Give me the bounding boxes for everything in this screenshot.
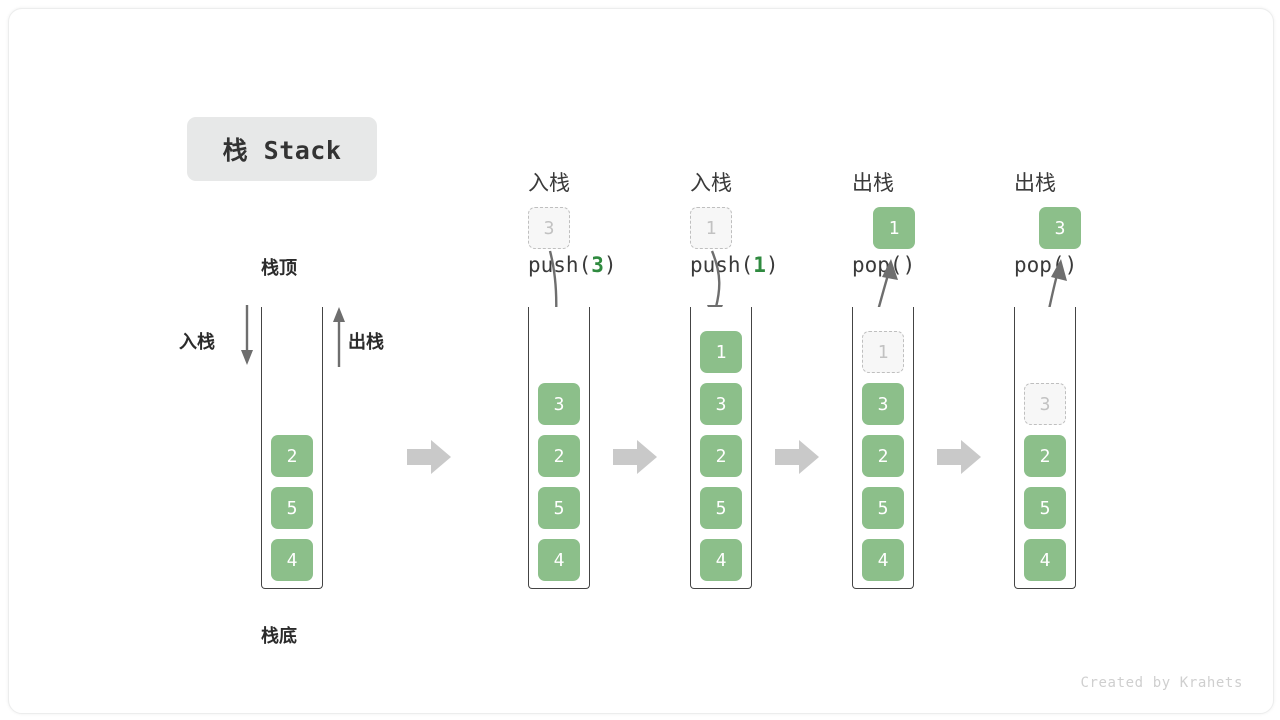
code-suffix: ) bbox=[765, 252, 779, 277]
code-arg: 3 bbox=[591, 252, 604, 277]
title-chip-label: 栈 Stack bbox=[222, 136, 342, 165]
stack-cell-ghost: 1 bbox=[862, 331, 904, 373]
code-prefix: push( bbox=[528, 252, 592, 277]
popped-element: 1 bbox=[873, 207, 915, 249]
stack-cell: 5 bbox=[862, 487, 904, 529]
step-cn-label: 入栈 bbox=[690, 170, 732, 195]
main-stack-container: 2 5 4 bbox=[261, 307, 323, 589]
title-chip: 栈 Stack bbox=[187, 117, 377, 181]
stack-cell: 5 bbox=[700, 487, 742, 529]
step-stack-container-3: 1 3 2 5 4 bbox=[852, 307, 914, 589]
stack-cell: 5 bbox=[271, 487, 313, 529]
pop-direction-label: 出栈 bbox=[348, 332, 384, 353]
stack-cell: 3 bbox=[862, 383, 904, 425]
step-code-label: pop() bbox=[1014, 249, 1077, 282]
stack-cell: 4 bbox=[538, 539, 580, 581]
stack-cell: 2 bbox=[1024, 435, 1066, 477]
stack-cell: 2 bbox=[271, 435, 313, 477]
code-suffix: ) bbox=[1064, 252, 1078, 277]
step-cn-label: 出栈 bbox=[1014, 170, 1056, 195]
step-code-label: push(1) bbox=[690, 249, 779, 282]
stack-top-label: 栈顶 bbox=[261, 258, 297, 279]
stack-cell: 3 bbox=[538, 383, 580, 425]
step-stack-container-1: 3 2 5 4 bbox=[528, 307, 590, 589]
floating-element: 1 bbox=[690, 207, 732, 249]
step-header-4: 出栈 pop() bbox=[1014, 117, 1077, 331]
floating-element: 3 bbox=[528, 207, 570, 249]
step-code-label: push(3) bbox=[528, 249, 617, 282]
push-direction-label: 入栈 bbox=[179, 332, 215, 353]
stack-cell: 1 bbox=[700, 331, 742, 373]
stack-cell: 2 bbox=[538, 435, 580, 477]
step-cn-label: 入栈 bbox=[528, 170, 570, 195]
transition-arrow-icon bbox=[775, 440, 819, 474]
stack-cell: 2 bbox=[700, 435, 742, 477]
step-header-1: 入栈 push(3) bbox=[528, 117, 617, 331]
pop-direction-arrow-icon bbox=[333, 307, 345, 367]
transition-arrow-icon bbox=[613, 440, 657, 474]
stack-cell: 5 bbox=[1024, 487, 1066, 529]
transition-arrow-icon bbox=[407, 440, 451, 474]
stack-cell: 4 bbox=[271, 539, 313, 581]
popped-element: 3 bbox=[1039, 207, 1081, 249]
code-suffix: ) bbox=[603, 252, 617, 277]
stack-cell: 3 bbox=[700, 383, 742, 425]
stack-cell: 4 bbox=[700, 539, 742, 581]
stack-bottom-label: 栈底 bbox=[261, 626, 297, 647]
push-direction-arrow-icon bbox=[241, 305, 253, 365]
watermark: Created by Krahets bbox=[1080, 675, 1243, 691]
step-cn-label: 出栈 bbox=[852, 170, 894, 195]
step-stack-container-4: 3 2 5 4 bbox=[1014, 307, 1076, 589]
code-suffix: ) bbox=[902, 252, 916, 277]
stack-cell: 4 bbox=[1024, 539, 1066, 581]
stack-cell: 5 bbox=[538, 487, 580, 529]
diagram-card: 栈 Stack 栈顶 栈底 入栈 出栈 2 5 4 入栈 push( bbox=[8, 8, 1274, 714]
transition-arrow-icon bbox=[937, 440, 981, 474]
stack-cell-ghost: 3 bbox=[1024, 383, 1066, 425]
stack-cell: 4 bbox=[862, 539, 904, 581]
stack-cell: 2 bbox=[862, 435, 904, 477]
step-stack-container-2: 1 3 2 5 4 bbox=[690, 307, 752, 589]
code-arg: 1 bbox=[753, 252, 766, 277]
code-prefix: push( bbox=[690, 252, 754, 277]
step-header-2: 入栈 push(1) bbox=[690, 117, 779, 331]
